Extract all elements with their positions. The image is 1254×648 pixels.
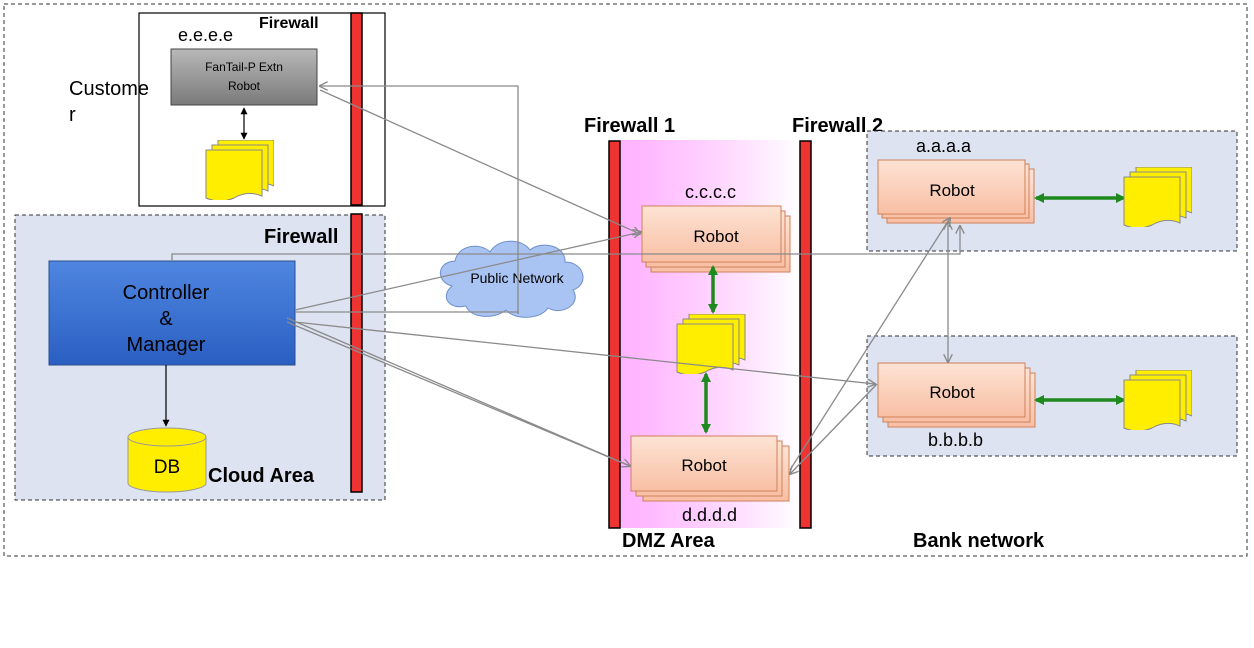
outer-boundary bbox=[3, 3, 1248, 557]
bank-robot-top-ip: a.a.a.a bbox=[916, 136, 972, 156]
link-public-to-fantail bbox=[320, 86, 519, 314]
dmz-robot-bottom-label: Robot bbox=[681, 456, 727, 475]
firewall-2-bar bbox=[799, 140, 812, 529]
bank-robot-top bbox=[877, 159, 1035, 224]
link-controller-to-public bbox=[295, 311, 519, 314]
dmz-robot-top bbox=[641, 205, 791, 273]
controller-label-line2: & bbox=[159, 308, 173, 330]
customer-label-line1: Custome bbox=[69, 78, 149, 100]
customer-firewall-label: Firewall bbox=[259, 15, 319, 32]
link-controller-to-bank-bottom bbox=[294, 321, 875, 384]
cloud-firewall-label: Firewall bbox=[264, 226, 338, 248]
bank-robot-bottom-label: Robot bbox=[929, 383, 975, 402]
dmz-robot-top-label: Robot bbox=[693, 227, 739, 246]
customer-label-line2: r bbox=[69, 104, 76, 126]
db-label: DB bbox=[154, 457, 180, 478]
connection-lines bbox=[171, 86, 960, 474]
controller-label-line3: Manager bbox=[127, 334, 206, 356]
controller-label-line1: Controller bbox=[123, 282, 210, 304]
customer-box bbox=[138, 12, 386, 207]
bank-network-label: Bank network bbox=[913, 530, 1045, 552]
link-bank-bottom-to-dmz-bottom bbox=[790, 383, 878, 474]
fantail-robot-label-line2: Robot bbox=[228, 79, 261, 93]
bank-robot-bottom bbox=[877, 362, 1036, 428]
firewall-2-label: Firewall 2 bbox=[792, 115, 883, 137]
fantail-robot-label-line1: FanTail-P Extn bbox=[205, 60, 283, 74]
fantail-robot-box bbox=[170, 48, 318, 106]
bank-robot-bottom-ip: b.b.b.b bbox=[928, 430, 983, 450]
bank-robot-top-label: Robot bbox=[929, 181, 975, 200]
dmz-area-label: DMZ Area bbox=[622, 530, 715, 552]
dmz-robot-bottom bbox=[630, 435, 790, 502]
link-controller-to-dmz-top bbox=[294, 232, 641, 311]
firewall-1-bar bbox=[608, 140, 621, 529]
customer-ip: e.e.e.e bbox=[178, 25, 233, 45]
public-network-cloud bbox=[439, 240, 584, 318]
customer-firewall-bar bbox=[350, 12, 363, 206]
link-controller-to-dmz-bottom-b bbox=[286, 321, 631, 467]
firewall-1-label: Firewall 1 bbox=[584, 115, 675, 137]
controller-manager-box bbox=[48, 260, 296, 366]
cloud-area-label: Cloud Area bbox=[208, 465, 315, 487]
db-icon bbox=[127, 427, 207, 493]
link-controller-to-bank-top bbox=[171, 226, 960, 261]
dmz-robot-bottom-ip: d.d.d.d bbox=[682, 505, 737, 525]
link-fantail-to-dmz-top bbox=[319, 89, 640, 234]
link-dmz-bottom-to-bank-top bbox=[789, 218, 950, 471]
dmz-robot-top-ip: c.c.c.c bbox=[685, 182, 736, 202]
